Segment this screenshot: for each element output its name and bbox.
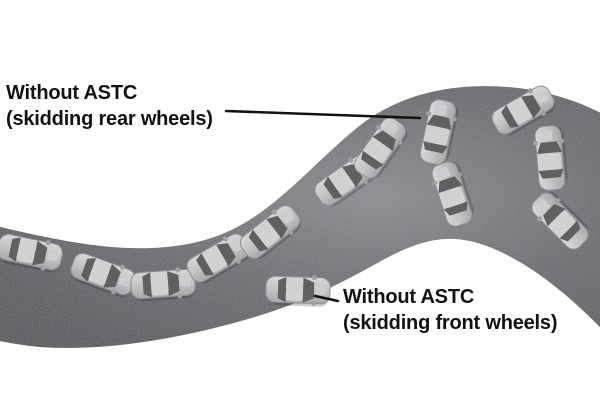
label-front-skid-subtitle: (skidding front wheels)	[343, 312, 558, 334]
car-icon	[264, 272, 332, 308]
label-rear-skid-subtitle: (skidding rear wheels)	[6, 108, 213, 130]
label-front-skid-title: Without ASTC	[343, 286, 475, 308]
label-front-skid: Without ASTC (skidding front wheels)	[343, 284, 557, 336]
label-rear-skid: Without ASTC (skidding rear wheels)	[6, 80, 213, 132]
leader-line-rear-skid	[224, 109, 422, 120]
label-rear-skid-title: Without ASTC	[6, 82, 138, 104]
leader-line-front-skid	[313, 294, 340, 303]
